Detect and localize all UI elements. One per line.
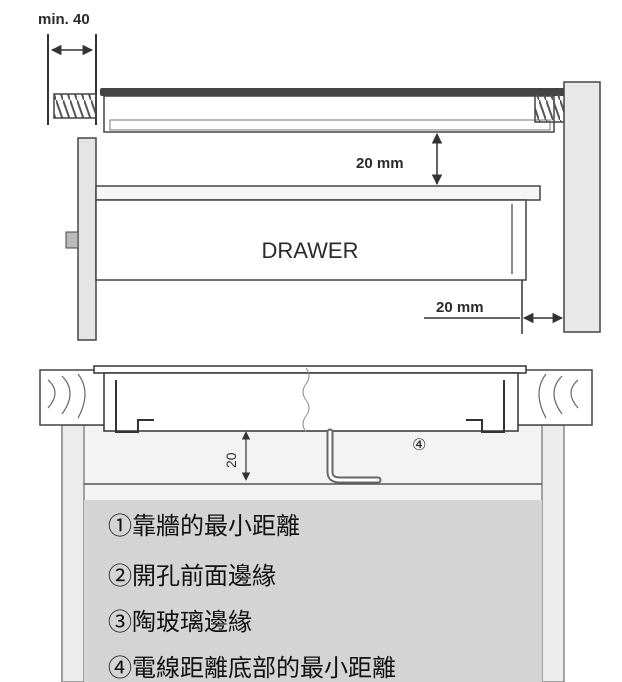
worktop-right-section bbox=[534, 93, 566, 123]
hob-base bbox=[109, 119, 551, 131]
cable-marker: ④ bbox=[412, 437, 426, 454]
wood-grain-left bbox=[47, 373, 86, 419]
horizontal-gap-label: 20 mm bbox=[436, 299, 484, 316]
drawer-top-rail bbox=[95, 185, 541, 201]
wood-grain-right bbox=[538, 373, 579, 419]
cabinet-side-right bbox=[541, 424, 565, 682]
drawer-handle bbox=[65, 231, 79, 249]
drawer-label: DRAWER bbox=[262, 238, 359, 263]
legend-item-2: ②開孔前面邊緣 bbox=[108, 562, 276, 590]
hob-glass-edge bbox=[93, 365, 527, 374]
min-gap-label: min. 40 bbox=[38, 11, 90, 28]
bottom-cross-section: 20 ④ bbox=[39, 365, 593, 682]
legend: ①靠牆的最小距離 ②開孔前面邊緣 ③陶玻璃邊緣 ④電線距離底部的最小距離 bbox=[108, 512, 396, 682]
cabinet-side-left bbox=[61, 424, 85, 682]
hob-body bbox=[103, 95, 555, 133]
hob-glass-top bbox=[100, 88, 570, 96]
legend-panel bbox=[84, 500, 542, 682]
legend-item-3: ③陶玻璃邊緣 bbox=[108, 608, 252, 636]
hob-housing bbox=[103, 372, 519, 432]
wall-right bbox=[563, 81, 601, 333]
legend-item-1: ①靠牆的最小距離 bbox=[108, 512, 300, 540]
legend-item-4: ④電線距離底部的最小距離 bbox=[108, 654, 396, 682]
cabinet-front-panel bbox=[77, 137, 97, 341]
clip-right bbox=[466, 380, 505, 433]
drawer bbox=[95, 199, 527, 281]
break-line bbox=[302, 367, 310, 433]
top-cross-section: min. 40 20 mm DRAWER 20 mm bbox=[38, 11, 601, 341]
worktop-left-section bbox=[53, 93, 97, 119]
clip-left bbox=[115, 380, 154, 433]
bottom-gap-label: 20 bbox=[223, 452, 239, 468]
vertical-gap-label: 20 mm bbox=[356, 155, 404, 172]
